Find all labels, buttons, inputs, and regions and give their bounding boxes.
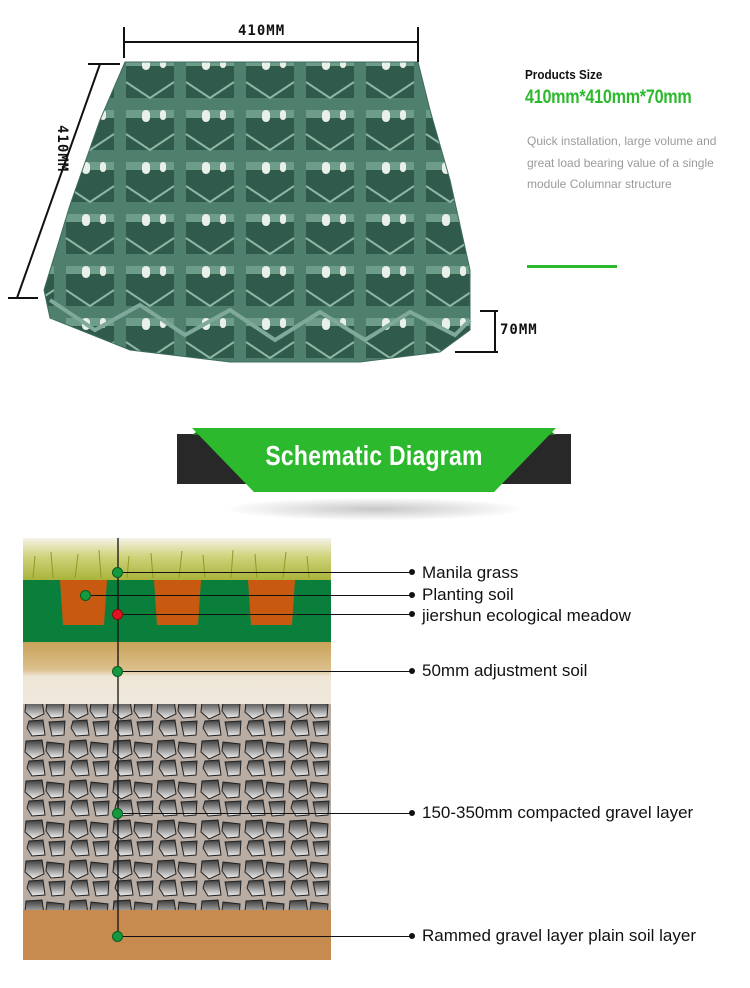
height-dimension-label: 70MM — [500, 322, 538, 338]
leader-line-planting-soil — [91, 595, 413, 597]
specs-size-value: 410mm*410mm*70mm — [525, 87, 692, 108]
width-dimension-label: 410MM — [238, 23, 286, 39]
banner-ribbon-front — [192, 428, 556, 492]
marker-adjustment-soil — [112, 666, 123, 677]
label-manila-grass: Manila grass — [422, 563, 519, 582]
marker-ecological-meadow — [112, 609, 123, 620]
schematic-cross-section — [23, 538, 331, 960]
leader-line-manila-grass — [123, 572, 413, 574]
bullet-planting-soil — [409, 592, 415, 598]
bullet-compacted-gravel — [409, 810, 415, 816]
label-planting-soil: Planting soil — [422, 585, 514, 604]
leader-line-plain-soil — [123, 936, 413, 938]
marker-plain-soil — [112, 931, 123, 942]
depth-dimension-label: 410MM — [54, 125, 70, 173]
specs-title: Products Size — [525, 67, 603, 82]
label-plain-soil: Rammed gravel layer plain soil layer — [422, 926, 697, 945]
grass-grid-illustration — [8, 27, 498, 363]
marker-compacted-gravel — [112, 808, 123, 819]
label-ecological-meadow: jiershun ecological meadow — [422, 606, 631, 625]
label-adjustment-soil: 50mm adjustment soil — [422, 661, 588, 680]
section-title: Schematic Diagram — [265, 440, 483, 471]
leader-line-compacted-gravel — [123, 813, 413, 815]
bullet-plain-soil — [409, 933, 415, 939]
specs-divider — [527, 265, 617, 268]
label-compacted-gravel: 150-350mm compacted gravel layer — [422, 803, 694, 822]
leader-line-ecological-meadow — [123, 614, 413, 616]
bullet-ecological-meadow — [409, 611, 415, 617]
bullet-manila-grass — [409, 569, 415, 575]
marker-planting-soil — [80, 590, 91, 601]
specs-description: Quick installation, large volume and gre… — [527, 134, 717, 191]
marker-manila-grass — [112, 567, 123, 578]
product-image — [0, 0, 500, 380]
leader-line-adjustment-soil — [123, 671, 413, 673]
bullet-adjustment-soil — [409, 668, 415, 674]
banner-shadow — [230, 498, 520, 520]
soil-layers-illustration — [23, 538, 331, 960]
